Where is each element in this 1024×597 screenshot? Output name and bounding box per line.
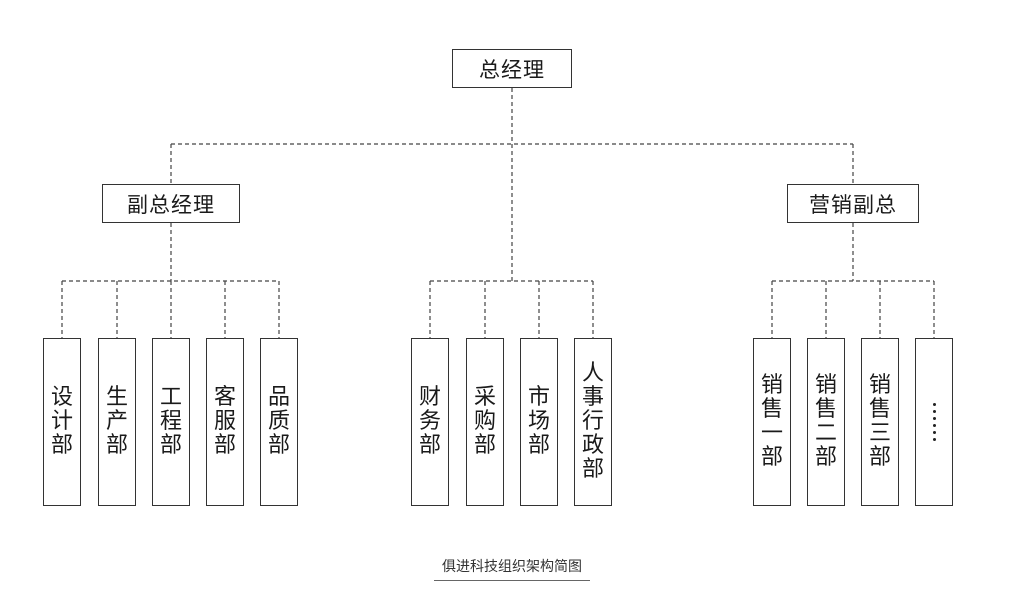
diagram-caption: 俱进科技组织架构简图 [434, 556, 590, 581]
dept-label: 人事行政部 [581, 361, 604, 482]
deputy-gm-label: 副总经理 [127, 192, 215, 217]
dept-box: 工程部 [152, 338, 190, 506]
dept-label: 生产部 [105, 385, 128, 458]
dept-box: 品质部 [260, 338, 298, 506]
deputy-gm-box: 副总经理 [102, 184, 240, 223]
ceo-label: 总经理 [479, 57, 545, 82]
dept-label: 采购部 [473, 385, 496, 458]
ceo-box: 总经理 [452, 49, 572, 88]
dept-box: 市场部 [520, 338, 558, 506]
dept-label: 销售三部 [868, 373, 891, 470]
dept-box: 销售二部 [807, 338, 845, 506]
dept-box: 销售三部 [861, 338, 899, 506]
sales-vp-label: 营销副总 [809, 192, 897, 217]
dept-box: 设计部 [43, 338, 81, 506]
dept-label: 设计部 [50, 385, 73, 458]
dept-box: 人事行政部 [574, 338, 612, 506]
dept-label: 客服部 [213, 385, 236, 458]
dept-box: 财务部 [411, 338, 449, 506]
dept-label: 销售二部 [814, 373, 837, 470]
sales-vp-box: 营销副总 [787, 184, 919, 223]
dept-label: 销售一部 [760, 373, 783, 470]
dept-box: 客服部 [206, 338, 244, 506]
dept-box: 销售一部 [753, 338, 791, 506]
more-dept-box [915, 338, 953, 506]
dept-box: 采购部 [466, 338, 504, 506]
ellipsis-icon [932, 403, 936, 441]
dept-label: 财务部 [418, 385, 441, 458]
dept-box: 生产部 [98, 338, 136, 506]
dept-label: 品质部 [267, 385, 290, 458]
dept-label: 市场部 [527, 385, 550, 458]
dept-label: 工程部 [159, 385, 182, 458]
